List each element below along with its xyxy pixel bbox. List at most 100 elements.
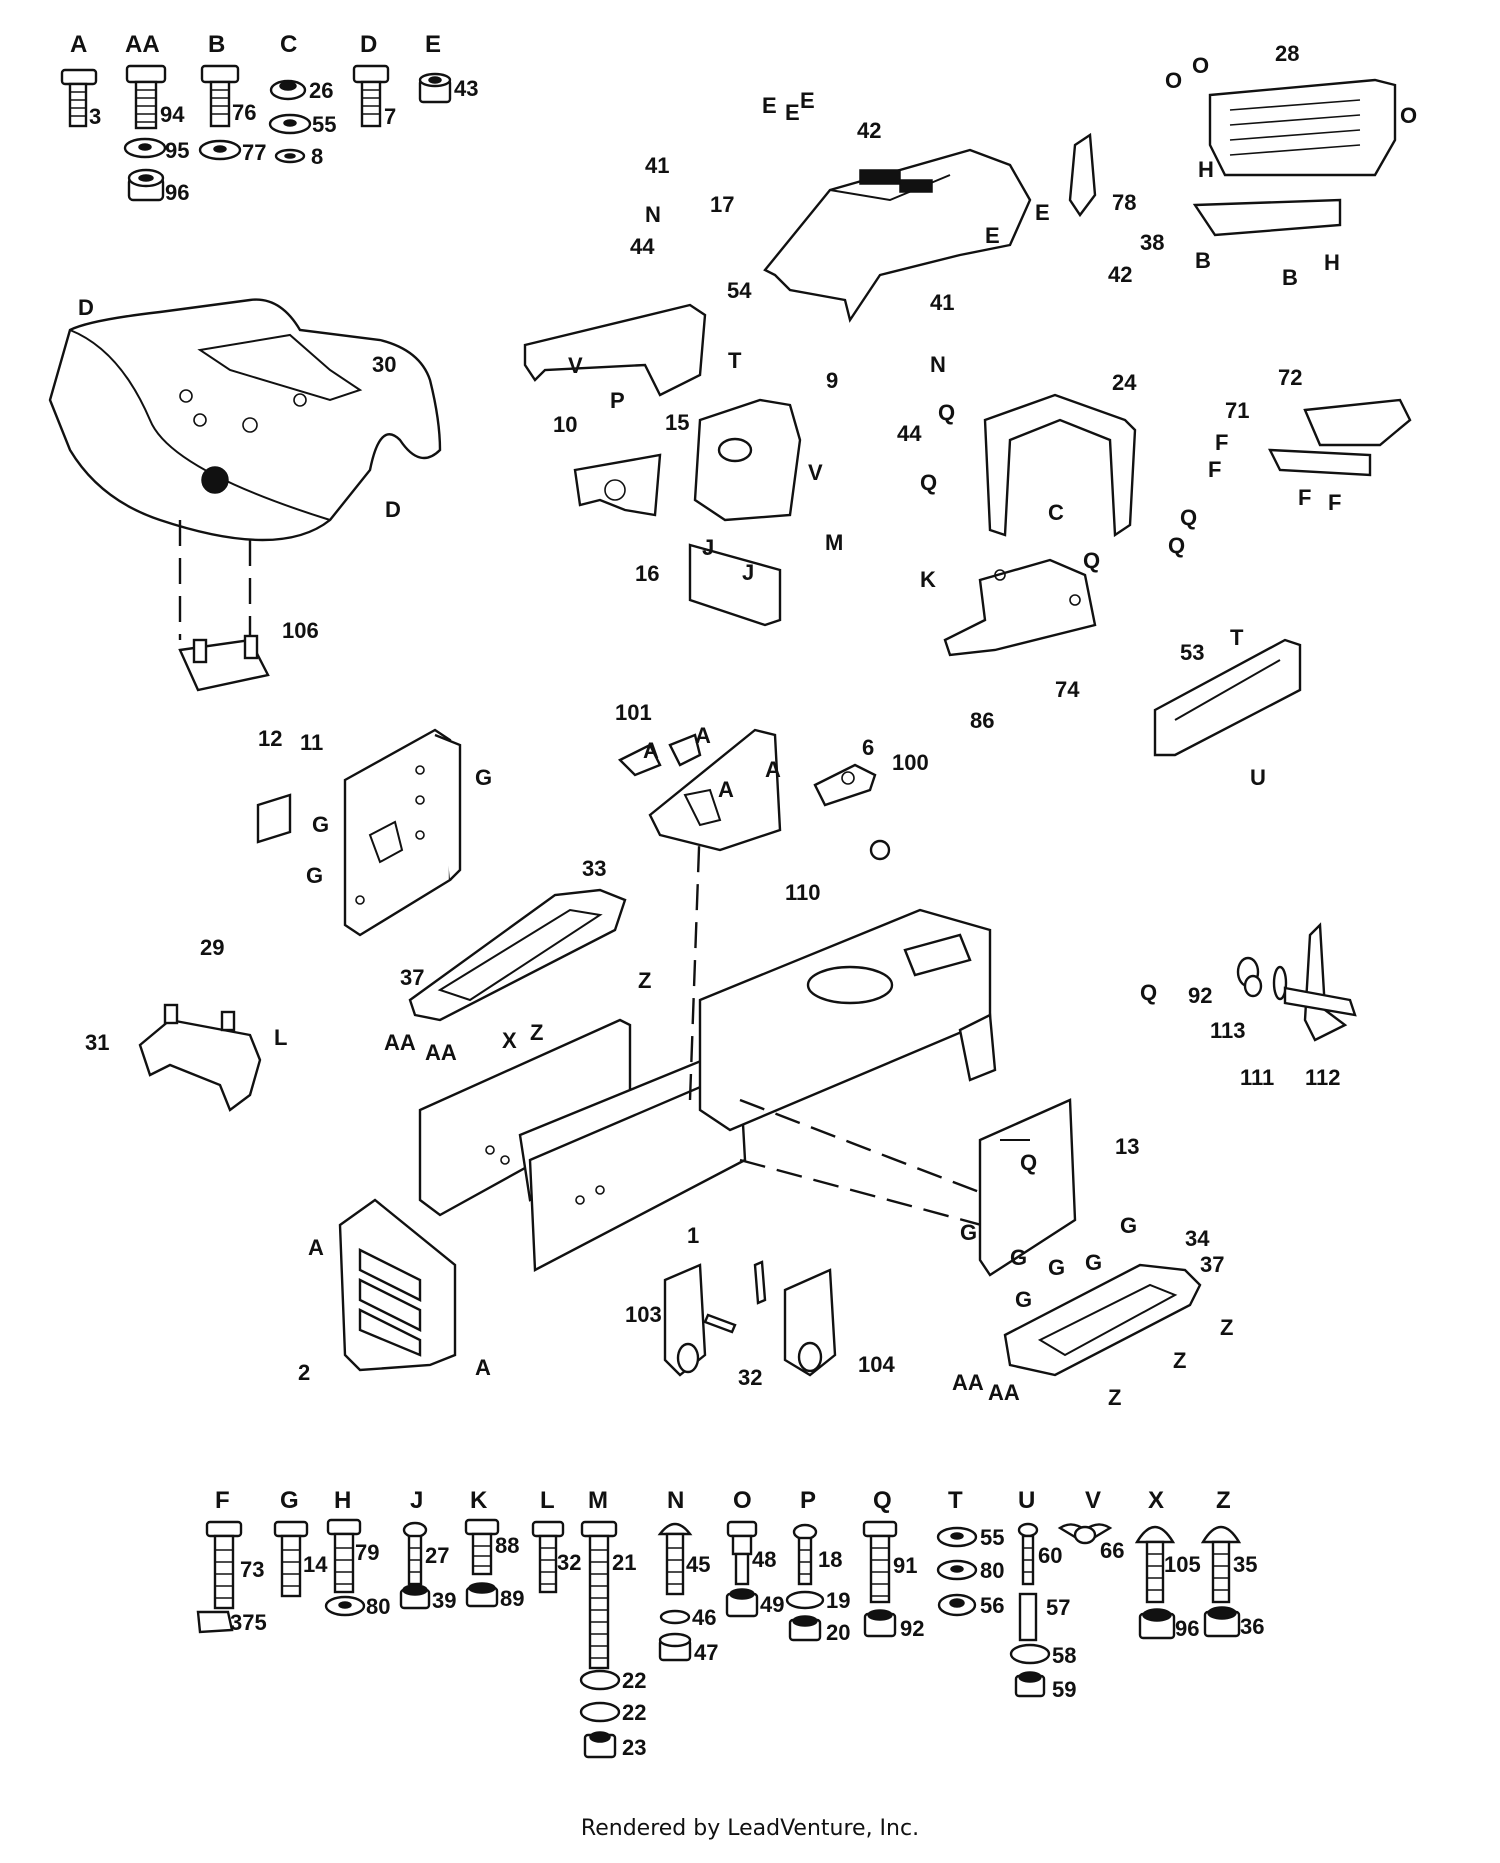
frame-bracket-part: [983, 393, 1137, 538]
main-frame-part: [418, 908, 997, 1272]
legend-header: D: [360, 31, 377, 58]
part-number: 106: [282, 618, 319, 643]
bolt-icon: [580, 1520, 618, 1670]
part-number: 54: [727, 278, 752, 303]
fastener-number: 79: [355, 1540, 379, 1565]
bolt-icon: [703, 1260, 767, 1334]
screw-icon: [1017, 1522, 1039, 1586]
part-number: 31: [85, 1030, 109, 1055]
ref-letter: E: [800, 88, 815, 113]
fastener-number: 92: [900, 1616, 924, 1641]
part-number: 12: [258, 726, 282, 751]
ref-letter: F: [1208, 457, 1221, 482]
legend-header: AA: [125, 31, 160, 58]
ref-letter: Z: [638, 968, 651, 993]
fastener-number: 96: [1175, 1616, 1199, 1641]
ref-letter: AA: [988, 1380, 1020, 1405]
bolt-icon: [326, 1518, 362, 1594]
part-number: 41: [645, 153, 669, 178]
dash-panel-part: [343, 728, 462, 937]
bolt-icon: [352, 64, 390, 128]
part-number: 44: [897, 421, 922, 446]
ref-letter: O: [1192, 53, 1209, 78]
fastener-number: 46: [692, 1605, 716, 1630]
top-fastener-legend: A AA B C D E 3 94 95 96: [60, 31, 478, 205]
ref-letter: Q: [1020, 1150, 1037, 1175]
ref-letter: E: [985, 223, 1000, 248]
ref-letter: T: [728, 348, 742, 373]
bolt-icon: [205, 1520, 243, 1610]
fastener-number: 57: [1046, 1595, 1070, 1620]
leader-line: [178, 520, 252, 650]
fastener-number: 19: [826, 1588, 850, 1613]
bolt-icon: [617, 733, 702, 777]
fastener-number: 80: [980, 1558, 1004, 1583]
ref-letter: AA: [384, 1030, 416, 1055]
fastener-number: 3: [89, 104, 101, 129]
carriage-bolt-icon: [1134, 1525, 1176, 1604]
part-number: 6: [862, 735, 874, 760]
part-number: 101: [615, 700, 652, 725]
fastener-number: 60: [1038, 1543, 1062, 1568]
ref-letter: P: [610, 388, 625, 413]
nut-icon: [583, 1731, 617, 1759]
ref-letter: Q: [1168, 533, 1185, 558]
shoulder-bolt-icon: [726, 1520, 758, 1586]
washer-icon: [1009, 1643, 1051, 1665]
fastener-number: 32: [557, 1550, 581, 1575]
part-number: 38: [1140, 230, 1164, 255]
part-number: 10: [553, 412, 577, 437]
render-credit: Rendered by LeadVenture, Inc.: [580, 1816, 920, 1841]
legend-header: V: [1085, 1487, 1101, 1514]
ref-letter: G: [1085, 1250, 1102, 1275]
legend-header: L: [540, 1487, 555, 1514]
fastener-number: 23: [622, 1735, 646, 1760]
leader-line: [688, 819, 1001, 1232]
ref-letter: A: [695, 723, 711, 748]
part-number: 74: [1055, 677, 1080, 702]
part-number: 78: [1112, 190, 1136, 215]
fastener-number: 105: [1164, 1552, 1201, 1577]
part-number-labels: 1 2 6 9 10 11 12 13 15 16 17 24 28 29 30…: [85, 41, 1341, 1390]
bolt-icon: [200, 64, 240, 128]
ref-letter: C: [1048, 500, 1064, 525]
part-number: 33: [582, 856, 606, 881]
legend-header: O: [733, 1487, 752, 1514]
fastener-number: 77: [242, 140, 266, 165]
spacer-icon: [1018, 1592, 1038, 1642]
ref-letter: K: [920, 567, 936, 592]
fastener-number: 49: [760, 1592, 784, 1617]
fastener-number: 8: [311, 144, 323, 169]
legend-header: A: [70, 31, 87, 58]
part-number: 28: [1275, 41, 1299, 66]
pedal-part: [1272, 922, 1357, 1042]
nut-icon: [869, 839, 891, 861]
mounting-plate-part: [943, 558, 1097, 657]
part-number: 42: [1108, 262, 1132, 287]
ref-letter: G: [475, 765, 492, 790]
bolt-icon: [531, 1520, 565, 1594]
seat-rail-part: [1268, 448, 1372, 477]
legend-header: C: [280, 31, 297, 58]
bolt-icon: [862, 1520, 898, 1604]
bottom-fastener-legend: F G H J K L M N O P Q T U V X Z 73 375 1…: [196, 1487, 1264, 1760]
ref-letter: A: [475, 1355, 491, 1380]
side-panel-part: [523, 303, 707, 397]
part-number: 42: [857, 118, 881, 143]
part-number: 13: [1115, 1134, 1139, 1159]
fastener-number: 94: [160, 102, 185, 127]
ref-letter: Q: [1083, 548, 1100, 573]
bracket-part: [688, 543, 782, 627]
ref-letter: H: [1324, 250, 1340, 275]
ref-letter: A: [765, 757, 781, 782]
ref-letter: G: [306, 863, 323, 888]
grille-part: [338, 1198, 457, 1372]
nut-icon: [465, 1582, 499, 1608]
link-part: [663, 1263, 707, 1377]
part-number: 29: [200, 935, 224, 960]
nut-icon: [1138, 1608, 1176, 1640]
fastener-number: 91: [893, 1553, 917, 1578]
part-number: 37: [400, 965, 424, 990]
nut-icon: [1014, 1671, 1046, 1698]
